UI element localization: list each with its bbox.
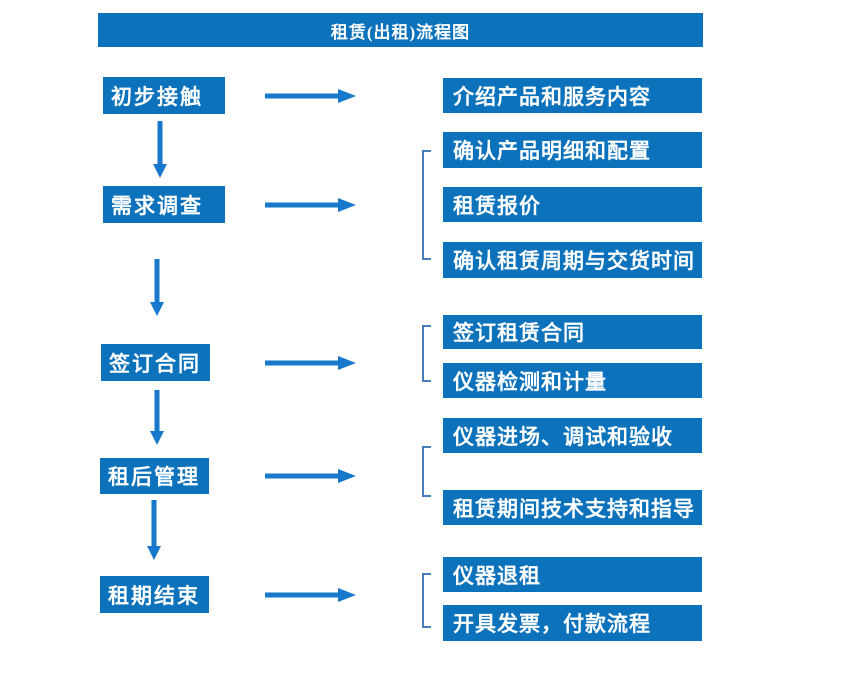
arrow-right-icon	[265, 468, 356, 484]
output-box-invoice-payment: 开具发票，付款流程	[443, 605, 702, 641]
arrow-down-icon	[149, 259, 165, 316]
output-box-confirm-details: 确认产品明细和配置	[443, 132, 702, 168]
flowchart-title: 租赁(出租)流程图	[98, 13, 703, 47]
group-bracket-icon	[422, 573, 431, 628]
output-box-confirm-period-delivery: 确认租赁周期与交货时间	[443, 242, 702, 278]
group-bracket-icon	[422, 446, 431, 497]
step-box-demand-survey: 需求调查	[103, 186, 225, 223]
output-box-rental-quote: 租赁报价	[443, 187, 702, 222]
group-bracket-icon	[422, 150, 431, 260]
arrow-right-icon	[265, 355, 356, 371]
group-bracket-icon	[422, 325, 431, 382]
arrow-right-icon	[265, 587, 356, 603]
output-box-sign-rental-contract: 签订租赁合同	[443, 315, 702, 349]
step-box-rental-end: 租期结束	[100, 576, 209, 613]
output-box-tech-support: 租赁期间技术支持和指导	[443, 490, 702, 525]
step-box-sign-contract: 签订合同	[101, 344, 210, 381]
output-box-instrument-entry-acceptance: 仪器进场、调试和验收	[443, 418, 702, 453]
step-box-post-rental-management: 租后管理	[100, 458, 209, 494]
arrow-down-icon	[152, 121, 168, 178]
output-box-introduce-products: 介绍产品和服务内容	[443, 78, 702, 113]
arrow-right-icon	[265, 197, 356, 213]
arrow-down-icon	[146, 500, 162, 560]
output-box-instrument-testing: 仪器检测和计量	[443, 363, 702, 398]
output-box-instrument-return: 仪器退租	[443, 557, 702, 592]
step-box-initial-contact: 初步接触	[103, 77, 225, 114]
arrow-down-icon	[149, 390, 165, 445]
arrow-right-icon	[265, 88, 356, 104]
